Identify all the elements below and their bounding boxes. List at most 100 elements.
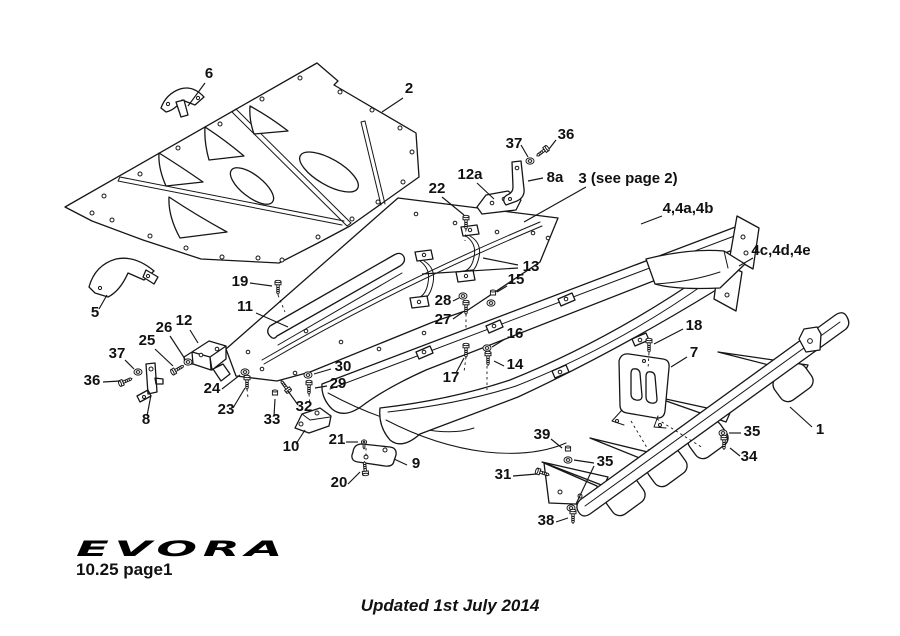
- callout-35: 35: [744, 423, 761, 440]
- callout-36: 36: [84, 372, 101, 389]
- updated-date: Updated 1st July 2014: [361, 596, 540, 615]
- callout-13: 13: [523, 258, 540, 275]
- callout-19: 19: [232, 273, 249, 290]
- leader-line: [187, 82, 206, 107]
- leader-line: [98, 294, 108, 310]
- callout-39: 39: [534, 426, 551, 443]
- nut-icon: [489, 289, 497, 296]
- leader-line: [789, 406, 813, 428]
- callout-25: 25: [139, 332, 156, 349]
- diagram-parts: [64, 62, 850, 517]
- leader-line: [232, 387, 246, 409]
- leader-line: [169, 335, 186, 360]
- leader-line: [102, 380, 121, 383]
- callout-29: 29: [330, 375, 347, 392]
- callout-35: 35: [597, 453, 614, 470]
- callout-32: 32: [296, 398, 313, 415]
- callout-16: 16: [507, 325, 524, 342]
- callout-31: 31: [495, 466, 512, 483]
- leader-line: [393, 458, 408, 466]
- callout-34: 34: [741, 448, 758, 465]
- washer-icon: [303, 371, 313, 379]
- bolt-icon: [484, 350, 492, 366]
- washer-icon: [240, 368, 250, 376]
- callout-17: 17: [443, 369, 460, 386]
- part-bracket-10: [294, 407, 332, 434]
- leader-line: [520, 144, 529, 158]
- nut-icon: [564, 445, 572, 452]
- part-plate-9: [351, 443, 397, 467]
- leader-line: [421, 267, 519, 275]
- part-front-undertray: [64, 62, 420, 264]
- leader-line: [550, 438, 563, 449]
- callout-8a: 8a: [547, 169, 564, 186]
- leader-line: [738, 257, 754, 267]
- callout-6: 6: [205, 65, 213, 82]
- leader-line: [146, 394, 152, 417]
- leader-line: [221, 374, 241, 390]
- callout-33: 33: [264, 411, 281, 428]
- washer-icon: [482, 344, 492, 352]
- section-page-label: 10.25 page1: [76, 560, 172, 579]
- leader-line: [482, 257, 519, 266]
- leader-line: [124, 359, 135, 370]
- washer-icon: [133, 368, 143, 376]
- callout-26: 26: [156, 319, 173, 336]
- leader-line: [455, 357, 465, 374]
- leader-line: [154, 348, 174, 367]
- leader-line: [452, 297, 460, 302]
- bolt-icon: [243, 374, 251, 390]
- leader-line: [496, 285, 508, 293]
- part-heat-shield: [645, 249, 746, 290]
- part-bracket-6: [160, 87, 205, 118]
- leader-line: [313, 368, 332, 375]
- callout-7: 7: [690, 344, 698, 361]
- bolt-icon: [278, 378, 293, 395]
- leader-line: [653, 328, 684, 345]
- evora-logo: EVORA: [76, 536, 288, 561]
- leader-line: [189, 329, 199, 344]
- callout-2: 2: [405, 80, 413, 97]
- leader-line: [729, 447, 741, 457]
- part-bracket-8a: [503, 160, 525, 206]
- washer-icon: [525, 157, 535, 165]
- part-bracket-12: [183, 340, 231, 382]
- leader-line: [347, 471, 361, 485]
- washer-icon: [486, 299, 496, 307]
- callout-8: 8: [142, 411, 150, 428]
- callout-22: 22: [429, 180, 446, 197]
- leader-line: [512, 473, 538, 477]
- washer-icon: [183, 358, 193, 366]
- callout-14: 14: [507, 356, 524, 373]
- callout-3-see-page-2: 3 (see page 2): [578, 170, 677, 187]
- callout-24: 24: [204, 380, 221, 397]
- leader-line: [452, 311, 464, 320]
- leader-line: [493, 360, 505, 367]
- leader-line: [295, 429, 306, 445]
- leader-line: [555, 517, 569, 523]
- bolt-icon: [117, 375, 134, 388]
- leader-line: [548, 139, 557, 150]
- leader-line: [523, 186, 587, 223]
- part-mounting-straps: [409, 224, 481, 309]
- callout-12a: 12a: [457, 166, 483, 183]
- front-undertray-holes: [89, 75, 415, 263]
- callout-36: 36: [558, 126, 575, 143]
- callout-23: 23: [218, 401, 235, 418]
- leader-line: [441, 196, 465, 216]
- leader-line: [670, 356, 688, 368]
- bolt-icon: [534, 144, 551, 159]
- bolt-icon: [645, 337, 653, 353]
- part-bracket-7: [611, 353, 670, 429]
- leader-line: [249, 282, 273, 287]
- callout-15: 15: [508, 271, 525, 288]
- leader-line: [287, 390, 299, 406]
- callout-11: 11: [237, 298, 253, 315]
- leader-line: [273, 398, 276, 417]
- part-diffuser: [541, 312, 850, 517]
- bolt-icon: [305, 379, 313, 395]
- callout-30: 30: [335, 358, 352, 375]
- leader-line: [575, 465, 595, 505]
